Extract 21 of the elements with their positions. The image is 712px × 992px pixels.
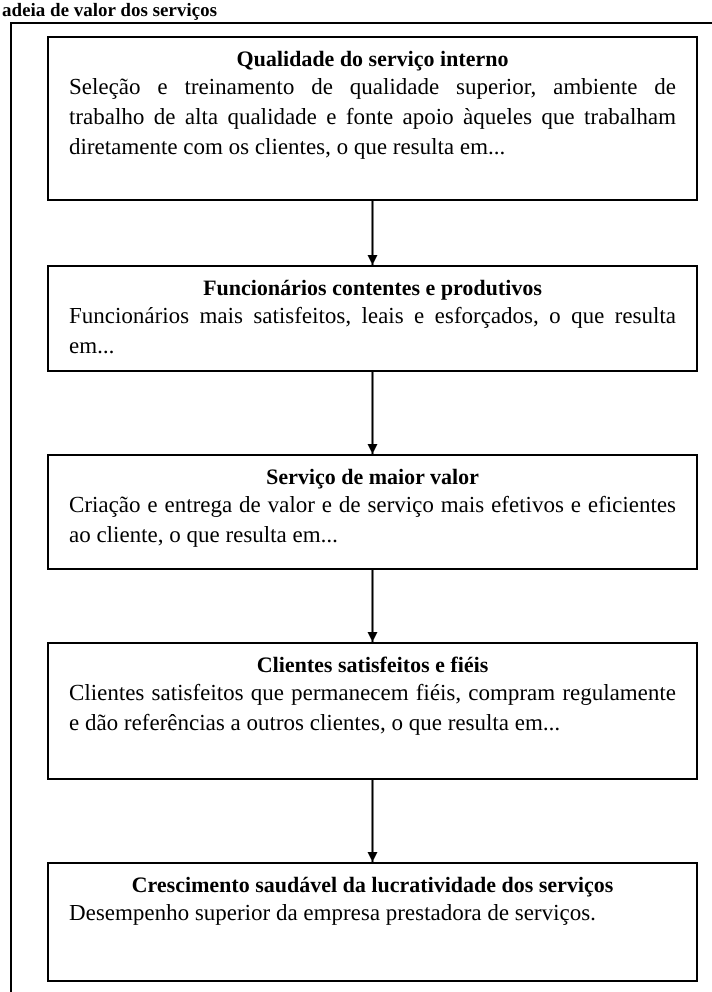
arrow bbox=[368, 780, 378, 862]
process-box bbox=[47, 862, 698, 982]
arrow bbox=[368, 372, 378, 454]
frame-border bbox=[10, 22, 712, 992]
box-heading: Crescimento saudável da lucratividade dos serviços bbox=[130, 872, 614, 898]
process-box bbox=[47, 642, 698, 780]
box-description: Desempenho superior da empresa prestadora de serviços. bbox=[69, 899, 597, 927]
process-box bbox=[47, 36, 698, 201]
box-heading: Qualidade do serviço interno bbox=[236, 46, 510, 72]
box-description: Criação e entrega de valor e de serviço mais efetivos e eficientes ao cliente, o que resulta em... bbox=[69, 491, 676, 549]
box-description: Clientes satisfeitos que permanecem fiéis, compram regulamente e dão referências a outros clientes, o que resulta em... bbox=[69, 679, 676, 737]
box-description: Seleção e treinamento de qualidade superior, ambiente de trabalho de alta qualidade e fonte apoio àqueles que trabalham diretamente com os clientes, o que resulta em... bbox=[69, 73, 676, 161]
box-heading: Serviço de maior valor bbox=[265, 464, 480, 490]
process-box bbox=[47, 265, 698, 372]
box-description: Funcionários mais satisfeitos, leais e esforçados, o que resulta em... bbox=[69, 302, 676, 360]
box-heading: Clientes satisfeitos e fiéis bbox=[256, 652, 490, 678]
diagram-title: adeia de valor dos serviços bbox=[2, 0, 217, 21]
arrow bbox=[368, 201, 378, 265]
arrow bbox=[368, 570, 378, 642]
box-heading: Funcionários contentes e produtivos bbox=[202, 275, 543, 301]
process-box bbox=[47, 454, 698, 570]
